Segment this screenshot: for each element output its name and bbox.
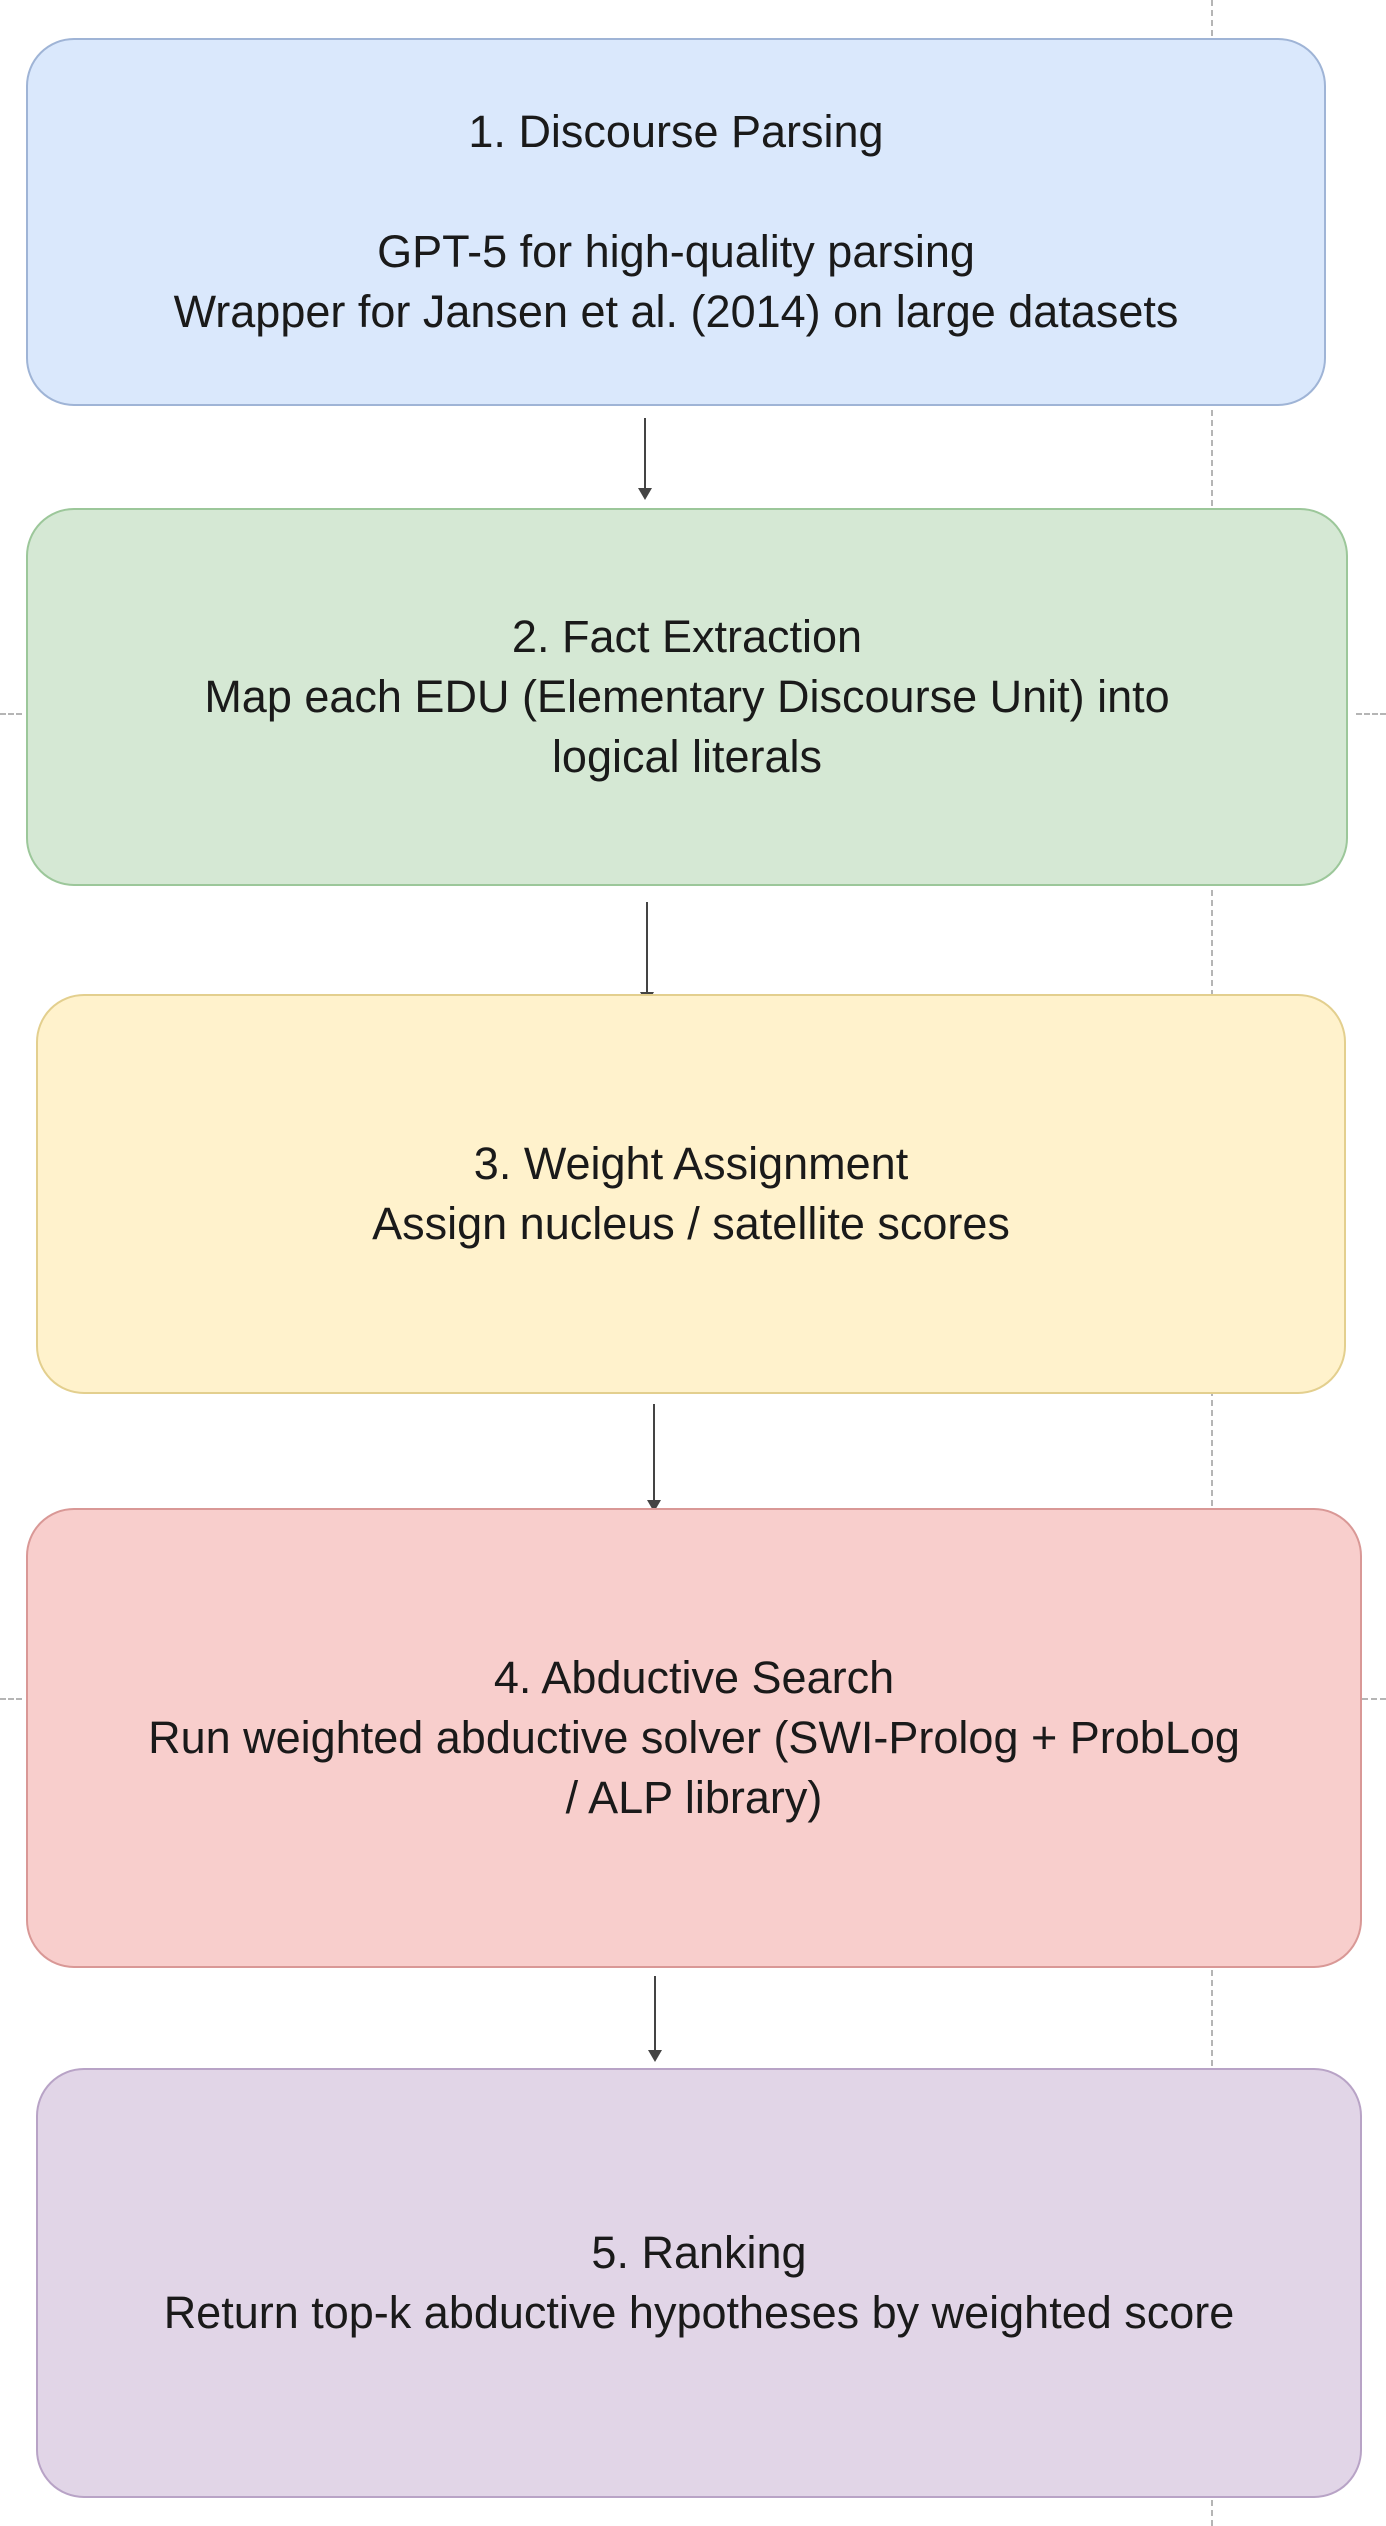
- step-title: 2. Fact Extraction: [511, 611, 863, 663]
- step-title: 5. Ranking: [591, 2227, 807, 2279]
- step-title: 4. Abductive Search: [493, 1652, 895, 1704]
- step-description-line: Assign nucleus / satellite scores: [372, 1198, 1010, 1249]
- step-description-line: Return top-k abductive hypotheses by wei…: [163, 2287, 1235, 2338]
- step-description-line: logical literals: [551, 730, 823, 782]
- arrow-shaft: [646, 902, 648, 992]
- horizontal-guide-left-1: [0, 713, 22, 715]
- arrow-shaft: [654, 1976, 656, 2050]
- step-description-line: Map each EDU (Elementary Discourse Unit)…: [204, 671, 1170, 723]
- arrow-shaft: [644, 418, 646, 488]
- step-box-ranking[interactable]: 5. Ranking Return top-k abductive hypoth…: [36, 2068, 1362, 2498]
- horizontal-guide-right-1: [1356, 713, 1386, 715]
- arrow-head-icon: [648, 2050, 662, 2062]
- horizontal-guide-left-2: [0, 1698, 22, 1700]
- step-title: 3. Weight Assignment: [473, 1138, 909, 1190]
- horizontal-guide-right-2: [1362, 1698, 1386, 1700]
- step-description-line: / ALP library): [565, 1771, 823, 1823]
- step-description-line: Wrapper for Jansen et al. (2014) on larg…: [173, 285, 1179, 337]
- step-box-discourse-parsing[interactable]: 1. Discourse Parsing GPT-5 for high-qual…: [26, 38, 1326, 406]
- step-box-abductive-search[interactable]: 4. Abductive Search Run weighted abducti…: [26, 1508, 1362, 1968]
- step-description-line: Run weighted abductive solver (SWI-Prolo…: [148, 1712, 1240, 1764]
- arrow-shaft: [653, 1404, 655, 1500]
- step-box-weight-assignment[interactable]: 3. Weight Assignment Assign nucleus / sa…: [36, 994, 1346, 1394]
- step-title: 1. Discourse Parsing: [468, 106, 884, 158]
- arrow-head-icon: [638, 488, 652, 500]
- step-description-line: GPT-5 for high-quality parsing: [377, 226, 975, 278]
- step-box-fact-extraction[interactable]: 2. Fact Extraction Map each EDU (Element…: [26, 508, 1348, 886]
